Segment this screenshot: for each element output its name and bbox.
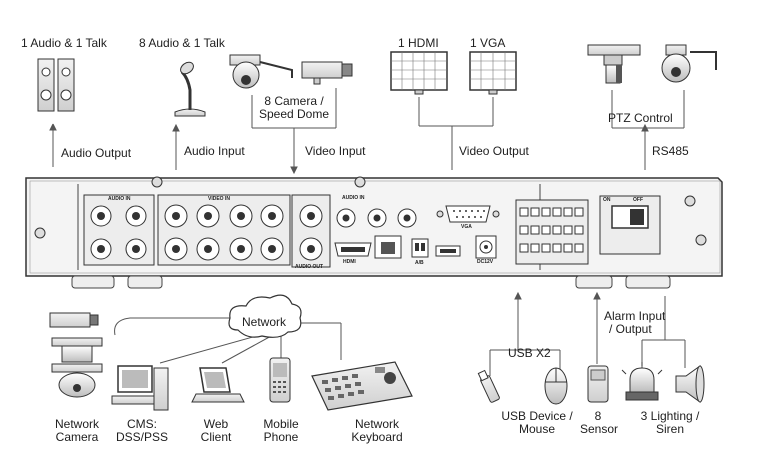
panel-on: ON — [603, 197, 611, 203]
rs485-label: RS485 — [652, 144, 689, 158]
panel-off: OFF — [633, 197, 643, 203]
io-ports — [334, 205, 500, 259]
ptz-camera-icon — [587, 44, 641, 84]
vga-label: 1 VGA — [470, 36, 506, 50]
mobile-phone-icon — [269, 357, 291, 403]
panel-vga: VGA — [461, 224, 472, 230]
panel-ab: A/B — [415, 260, 424, 266]
sensor-label-2: Sensor — [580, 422, 619, 436]
top-connection-lines — [49, 88, 685, 175]
usb-device-label-1: USB Device / — [501, 409, 573, 423]
network-keyboard-icon — [311, 361, 413, 411]
power-switch — [599, 195, 661, 255]
panel-power: DC12V — [477, 259, 494, 265]
alarm-terminal-block — [515, 199, 589, 265]
ptz-dome-icon — [661, 44, 717, 83]
usb-stick-icon — [477, 369, 500, 403]
box-camera-icon — [301, 61, 353, 85]
cms-label-1: CMS: — [127, 417, 157, 431]
audio-io-right-block — [291, 194, 417, 268]
mouse-icon — [544, 367, 568, 405]
sensor-icon — [587, 365, 609, 403]
web-client-label-2: Client — [200, 430, 232, 444]
cms-label-2: DSS/PSS — [115, 430, 169, 444]
panel-video-in: VIDEO IN — [208, 196, 230, 202]
network-camera-label-2: Camera — [55, 430, 99, 444]
network-label: Network — [242, 315, 287, 329]
usb-device-label-2: Mouse — [518, 422, 556, 436]
hdmi-monitor-icon — [390, 51, 448, 95]
audio-input-label: Audio Input — [184, 144, 245, 158]
microphone-icon — [174, 61, 206, 117]
video-in-block — [157, 194, 291, 266]
vga-monitor-icon — [469, 51, 517, 95]
usb-x2-label: USB X2 — [508, 346, 551, 360]
warning-light-icon — [621, 362, 663, 401]
cms-computer-icon — [111, 365, 169, 411]
camera-label: 8 Camera / — [264, 94, 324, 108]
laptop-icon — [191, 367, 245, 403]
panel-hdmi: HDMI — [343, 259, 356, 265]
audio-talk-label: 1 Audio & 1 Talk — [21, 36, 107, 50]
mobile-phone-label-2: Phone — [263, 430, 299, 444]
network-camera-icon — [49, 312, 103, 398]
network-camera-label-1: Network — [54, 417, 99, 431]
audio-output-label: Audio Output — [61, 146, 132, 160]
panel-audio-in-left: AUDIO IN — [108, 196, 131, 202]
alarm-io-label-1: Alarm Input — [604, 309, 666, 323]
mobile-phone-label-1: Mobile — [263, 417, 299, 431]
web-client-label-1: Web — [203, 417, 229, 431]
speaker-icon — [37, 58, 75, 112]
speed-dome-label: Speed Dome — [258, 107, 330, 121]
video-input-label: Video Input — [305, 144, 366, 158]
hdmi-label: 1 HDMI — [398, 36, 439, 50]
ptz-control-label: PTZ Control — [608, 111, 673, 125]
network-cloud-icon — [228, 294, 302, 338]
speed-dome-icon — [229, 54, 293, 89]
video-output-label: Video Output — [459, 144, 529, 158]
alarm-io-label-2: / Output — [609, 322, 652, 336]
panel-audio-out: AUDIO OUT — [295, 264, 324, 270]
network-keyboard-label-1: Network — [354, 417, 399, 431]
lighting-label-2: Siren — [655, 422, 684, 436]
audio8-talk-label: 8 Audio & 1 Talk — [139, 36, 225, 50]
audio-in-left-block — [83, 194, 155, 266]
siren-icon — [675, 365, 705, 403]
panel-audio-in-right: AUDIO IN — [342, 195, 365, 201]
lighting-label-1: 3 Lighting / — [640, 409, 700, 423]
network-keyboard-label-2: Keyboard — [351, 430, 403, 444]
bottom-connection-lines — [114, 291, 686, 376]
sensor-label-1: 8 — [594, 409, 602, 423]
